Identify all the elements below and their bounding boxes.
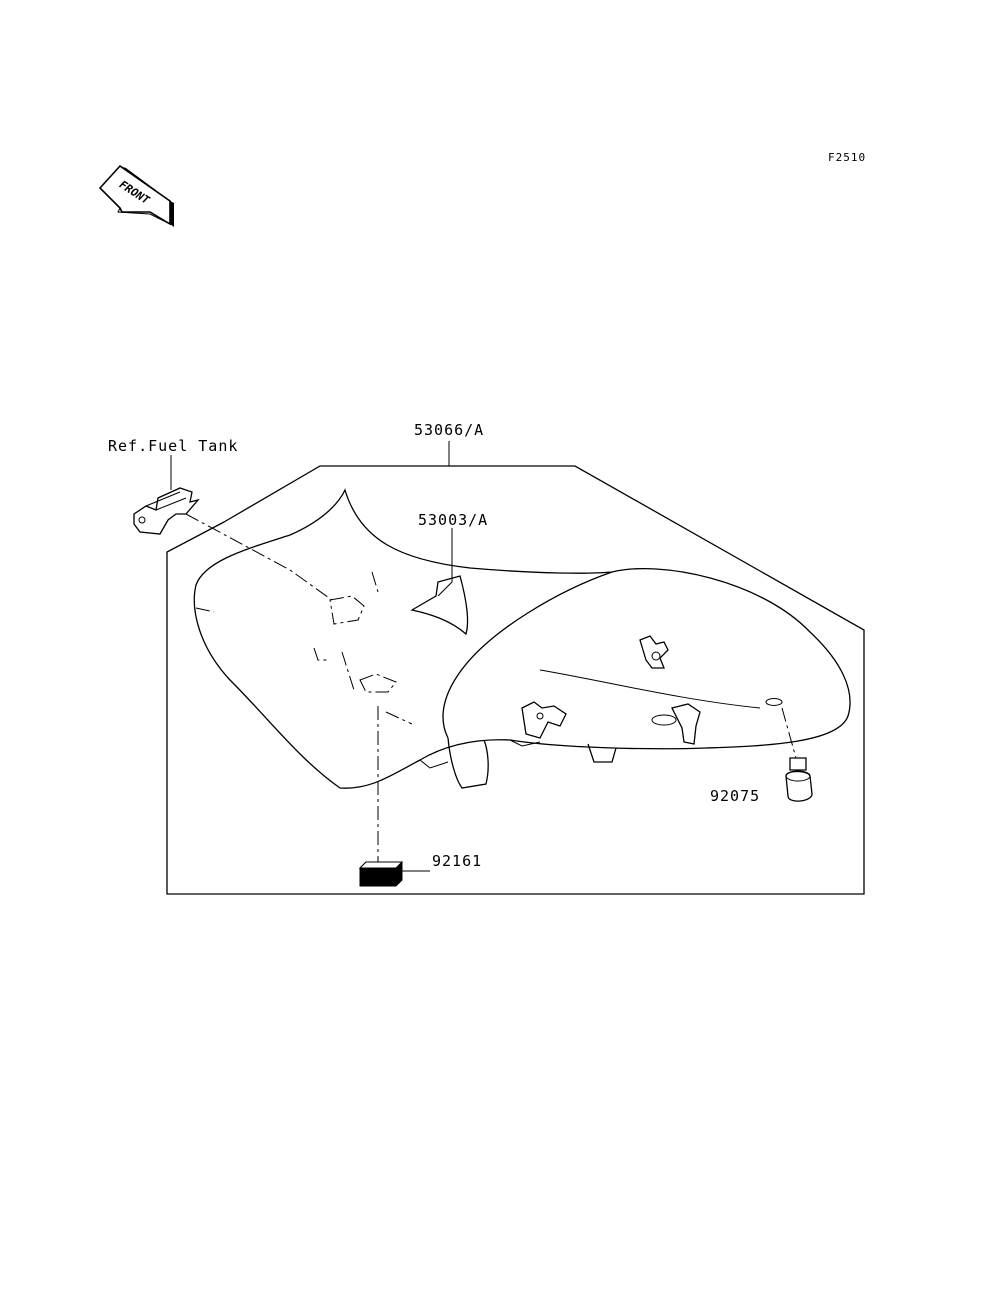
figure-code: F2510: [828, 151, 866, 164]
assembly-boundary: [166, 465, 865, 895]
attach-line-damper: [781, 707, 797, 759]
label-ref-fuel-tank: Ref.Fuel Tank: [108, 437, 238, 455]
attach-line-fuel-tank: [185, 513, 333, 601]
front-arrow-icon: FRONT: [98, 164, 174, 227]
leader-seat-cover: [437, 528, 453, 597]
label-seat-cover: 53003/A: [418, 511, 488, 529]
pad-drawing: [358, 861, 404, 887]
fuel-tank-bracket-drawing: [133, 487, 200, 535]
label-seat-assy: 53066/A: [414, 421, 484, 439]
label-damper: 92075: [710, 787, 760, 805]
damper-drawing: [785, 757, 813, 802]
seat-drawing: [193, 488, 851, 789]
label-pad: 92161: [432, 852, 482, 870]
